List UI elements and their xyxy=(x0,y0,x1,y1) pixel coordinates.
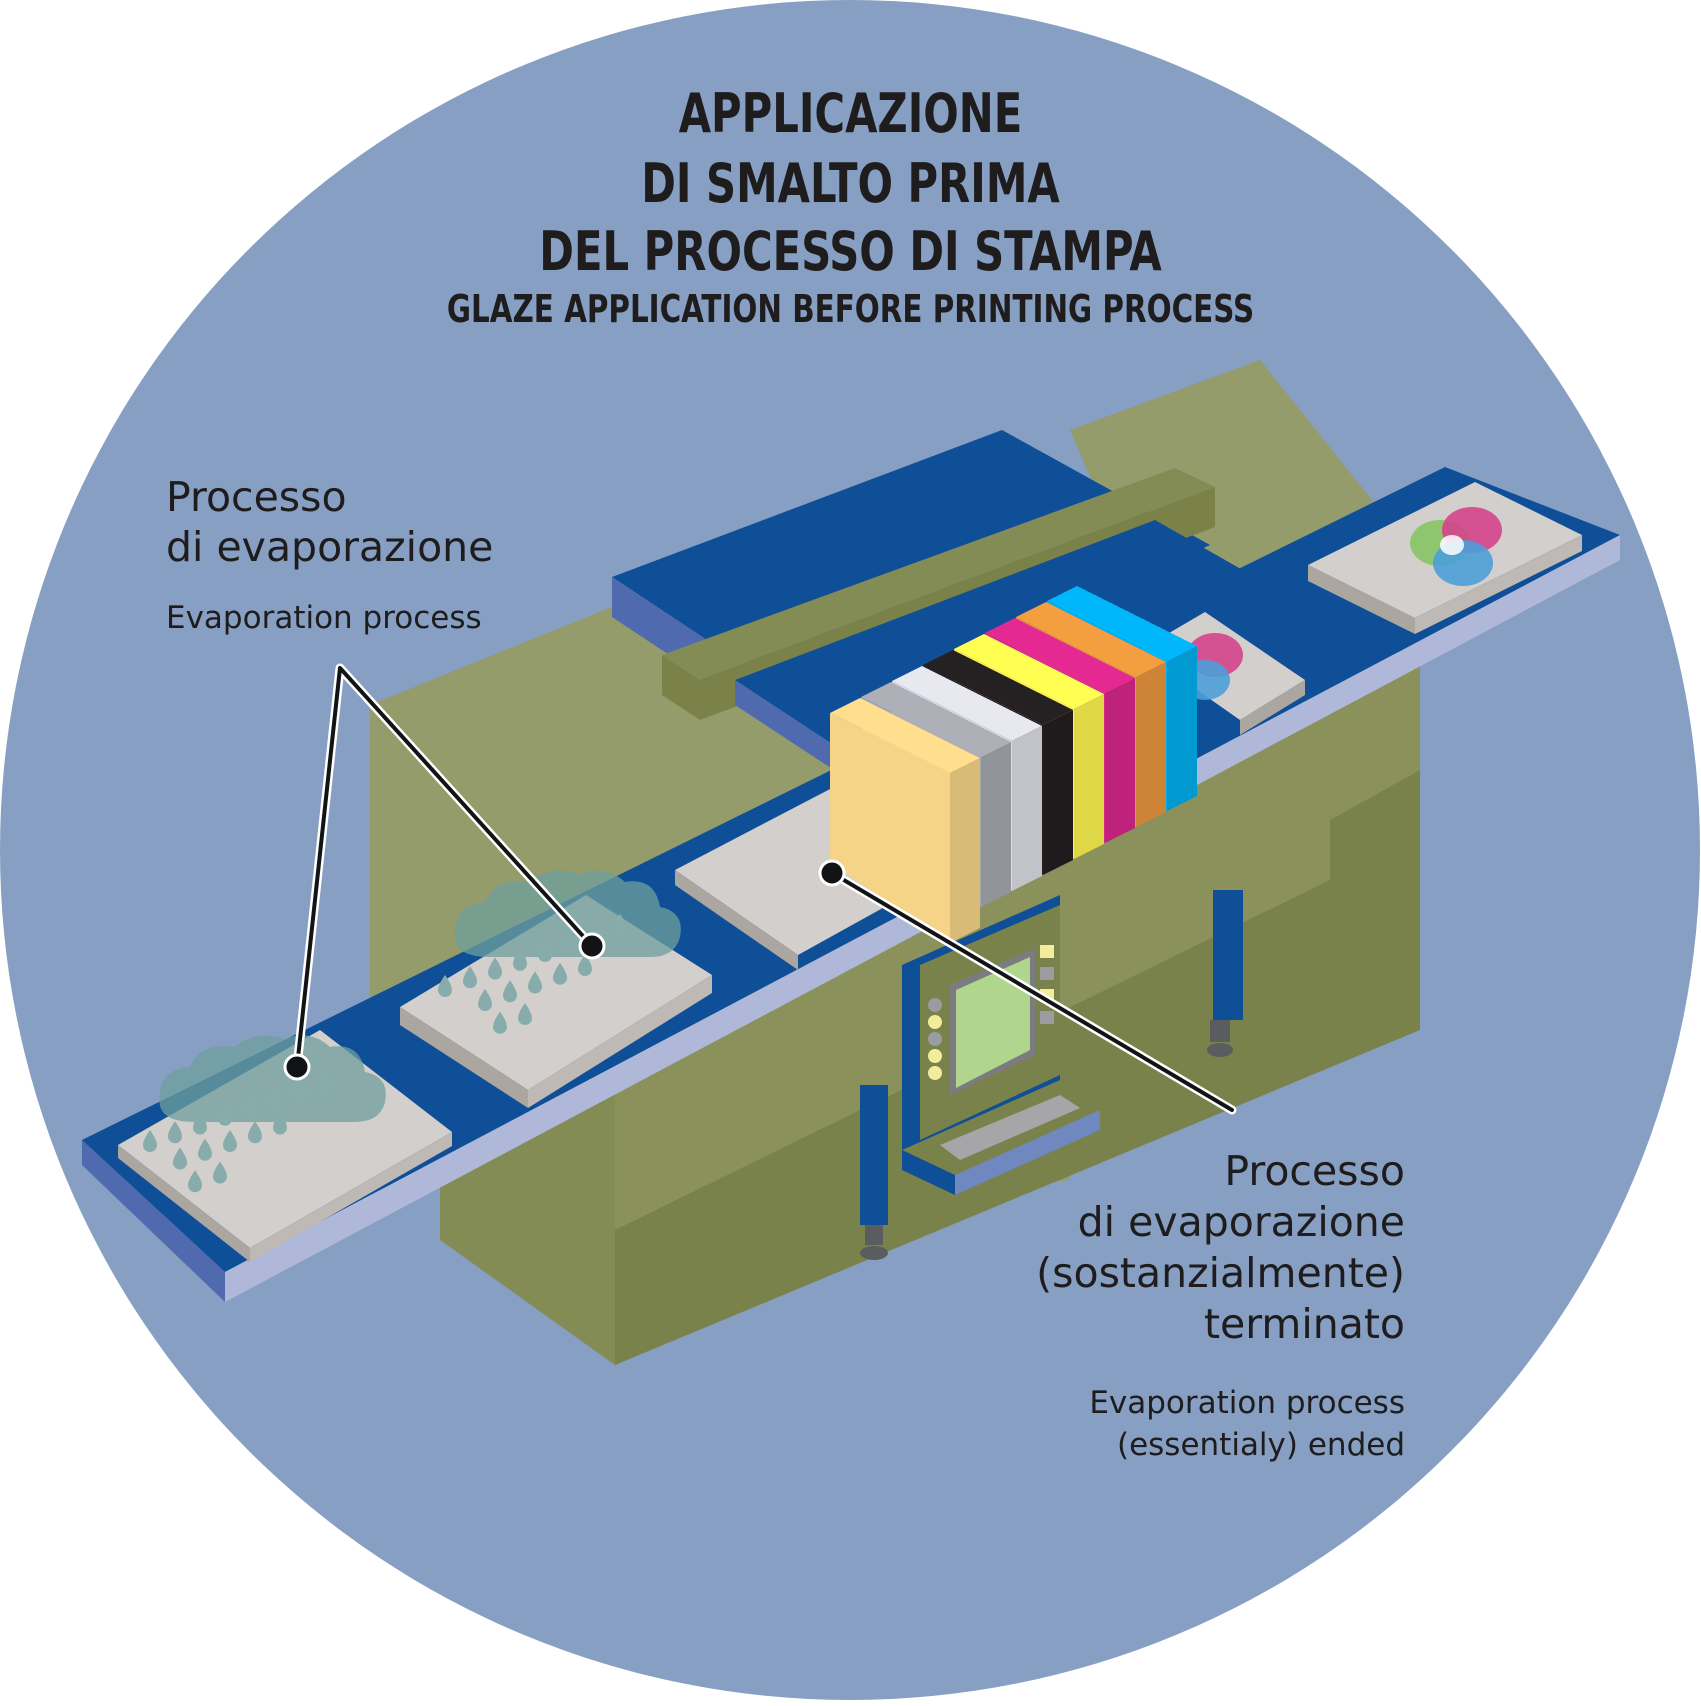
rain-drop xyxy=(478,989,492,1011)
rain-drop xyxy=(223,1130,237,1152)
label-right-en-line: Evaporation process xyxy=(1089,1385,1405,1421)
rain-drop xyxy=(513,948,527,971)
rain-drop xyxy=(248,1121,262,1144)
rain-drop xyxy=(538,940,552,962)
rain-drop xyxy=(553,962,567,985)
callout-lines xyxy=(283,663,1237,1115)
label-left-it: Processo di evaporazione xyxy=(166,472,493,572)
rain-drops xyxy=(143,913,627,1193)
label-right-it-line: (sostanzialmente) xyxy=(1036,1249,1405,1297)
color-venn-icon xyxy=(1410,507,1502,586)
rain-drop xyxy=(318,1068,332,1091)
label-right-it: Processo di evaporazione (sostanzialment… xyxy=(1036,1146,1405,1350)
label-right-it-line: di evaporazione xyxy=(1077,1198,1405,1246)
rain-drop xyxy=(578,954,592,976)
rain-drop xyxy=(218,1103,232,1126)
rain-drop xyxy=(193,1112,207,1135)
screen xyxy=(956,957,1030,1088)
ink-bar-beige xyxy=(830,698,980,943)
rain-drop xyxy=(528,971,542,994)
rain-drop xyxy=(243,1095,257,1117)
rain-drop xyxy=(463,966,477,989)
rain-drop xyxy=(188,1170,202,1193)
rain-drop xyxy=(493,1011,507,1034)
label-right-it-line: Processo xyxy=(1224,1147,1405,1195)
rain-drop xyxy=(273,1112,287,1135)
rain-drop xyxy=(438,975,452,997)
label-right-it-line: terminato xyxy=(1203,1300,1405,1348)
rain-drop xyxy=(168,1121,182,1144)
control-panel xyxy=(902,895,1100,1195)
label-right-en-line: (essentialy) ended xyxy=(1116,1427,1405,1463)
rain-drop xyxy=(143,1130,157,1152)
rain-drop xyxy=(198,1138,212,1161)
title-it-line-3: DEL PROCESSO DI STAMPA xyxy=(539,220,1162,283)
rain-drop xyxy=(293,1077,307,1100)
rain-drop xyxy=(173,1147,187,1170)
rain-drop xyxy=(518,1003,532,1025)
label-left-it-line: Processo xyxy=(166,473,347,521)
rain-cloud-icon xyxy=(159,1035,386,1122)
rain-drop xyxy=(268,1086,282,1109)
label-left-en: Evaporation process xyxy=(166,600,482,636)
ink-cartridges xyxy=(830,586,1197,943)
rain-drop xyxy=(213,1161,227,1184)
callout-dot xyxy=(818,859,846,887)
title-it-line-2: DI SMALTO PRIMA xyxy=(641,152,1060,215)
label-left-it-line: di evaporazione xyxy=(166,523,494,571)
title-it-line-1: APPLICAZIONE xyxy=(678,82,1023,145)
rain-drop xyxy=(563,931,577,954)
callout-dot xyxy=(578,932,606,960)
machine-legs xyxy=(860,890,1243,1260)
label-right-en: Evaporation process (essentialy) ended xyxy=(1089,1382,1405,1466)
rain-drop xyxy=(613,913,627,936)
callout-dot xyxy=(283,1053,311,1081)
rain-drop xyxy=(488,957,502,980)
title-en: GLAZE APPLICATION BEFORE PRINTING PROCES… xyxy=(446,287,1255,331)
rain-drop xyxy=(503,980,517,1003)
